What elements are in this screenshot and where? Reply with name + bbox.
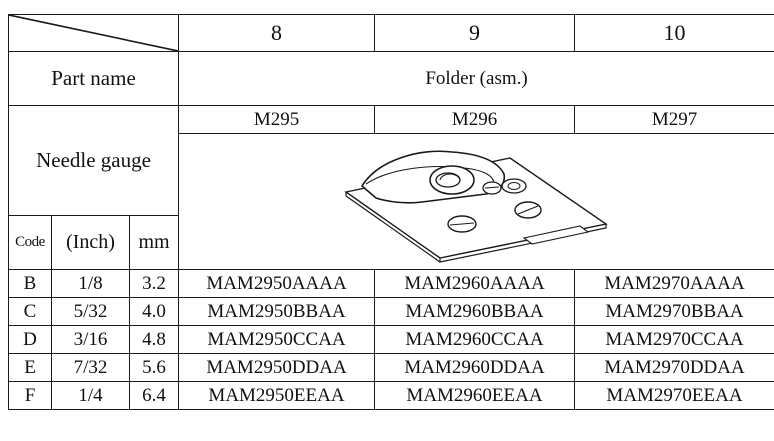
code-cell: F (8, 381, 52, 410)
parts-table: 8 9 10 Part name Folder (asm.) Needle ga… (7, 14, 774, 410)
part-number-cell: MAM2960AAAA (374, 269, 576, 298)
size-header-10: 10 (574, 14, 774, 52)
table-row: C 5/32 4.0 MAM2950BBAA MAM2960BBAA MAM29… (8, 297, 774, 326)
mm-header: mm (128, 215, 180, 270)
inch-cell: 5/32 (51, 297, 130, 326)
corner-diagonal-cell (7, 14, 180, 52)
model-m296: M296 (374, 105, 576, 134)
model-m297: M297 (574, 105, 774, 134)
inch-cell: 1/8 (51, 269, 130, 298)
part-name-label: Part name (7, 51, 180, 106)
part-number-cell: MAM2970BBAA (574, 297, 774, 326)
part-number-cell: MAM2950CCAA (178, 325, 376, 354)
part-number-cell: MAM2950BBAA (178, 297, 376, 326)
code-cell: E (8, 353, 52, 382)
inch-cell: 3/16 (51, 325, 130, 354)
needle-gauge-label: Needle gauge (7, 105, 180, 216)
part-number-cell: MAM2970DDAA (574, 353, 774, 382)
table-row: F 1/4 6.4 MAM2950EEAA MAM2960EEAA MAM297… (8, 381, 774, 410)
inch-cell: 7/32 (51, 353, 130, 382)
size-header-9: 9 (374, 14, 576, 52)
inch-header: (Inch) (51, 215, 130, 270)
mm-cell: 4.0 (128, 297, 180, 326)
part-number-cell: MAM2960BBAA (374, 297, 576, 326)
diagonal-line (9, 15, 178, 51)
folder-assembly-illustration (343, 150, 608, 263)
size-header-8: 8 (178, 14, 376, 52)
folder-illustration-cell (178, 133, 774, 270)
mm-cell: 4.8 (128, 325, 180, 354)
part-number-cell: MAM2950DDAA (178, 353, 376, 382)
part-number-cell: MAM2970EEAA (574, 381, 774, 410)
part-name-value: Folder (asm.) (178, 51, 774, 106)
model-m295: M295 (178, 105, 376, 134)
mm-cell: 6.4 (128, 381, 180, 410)
part-number-cell: MAM2960CCAA (374, 325, 576, 354)
code-header: Code (8, 215, 52, 270)
part-number-cell: MAM2970CCAA (574, 325, 774, 354)
code-cell: D (8, 325, 52, 354)
code-cell: B (8, 269, 52, 298)
code-cell: C (8, 297, 52, 326)
table-row: E 7/32 5.6 MAM2950DDAA MAM2960DDAA MAM29… (8, 353, 774, 382)
mm-cell: 3.2 (128, 269, 180, 298)
mm-cell: 5.6 (128, 353, 180, 382)
inch-cell: 1/4 (51, 381, 130, 410)
part-number-cell: MAM2960DDAA (374, 353, 576, 382)
part-number-cell: MAM2970AAAA (574, 269, 774, 298)
part-number-cell: MAM2960EEAA (374, 381, 576, 410)
table-row: B 1/8 3.2 MAM2950AAAA MAM2960AAAA MAM297… (8, 269, 774, 298)
part-number-cell: MAM2950AAAA (178, 269, 376, 298)
part-number-cell: MAM2950EEAA (178, 381, 376, 410)
table-row: D 3/16 4.8 MAM2950CCAA MAM2960CCAA MAM29… (8, 325, 774, 354)
